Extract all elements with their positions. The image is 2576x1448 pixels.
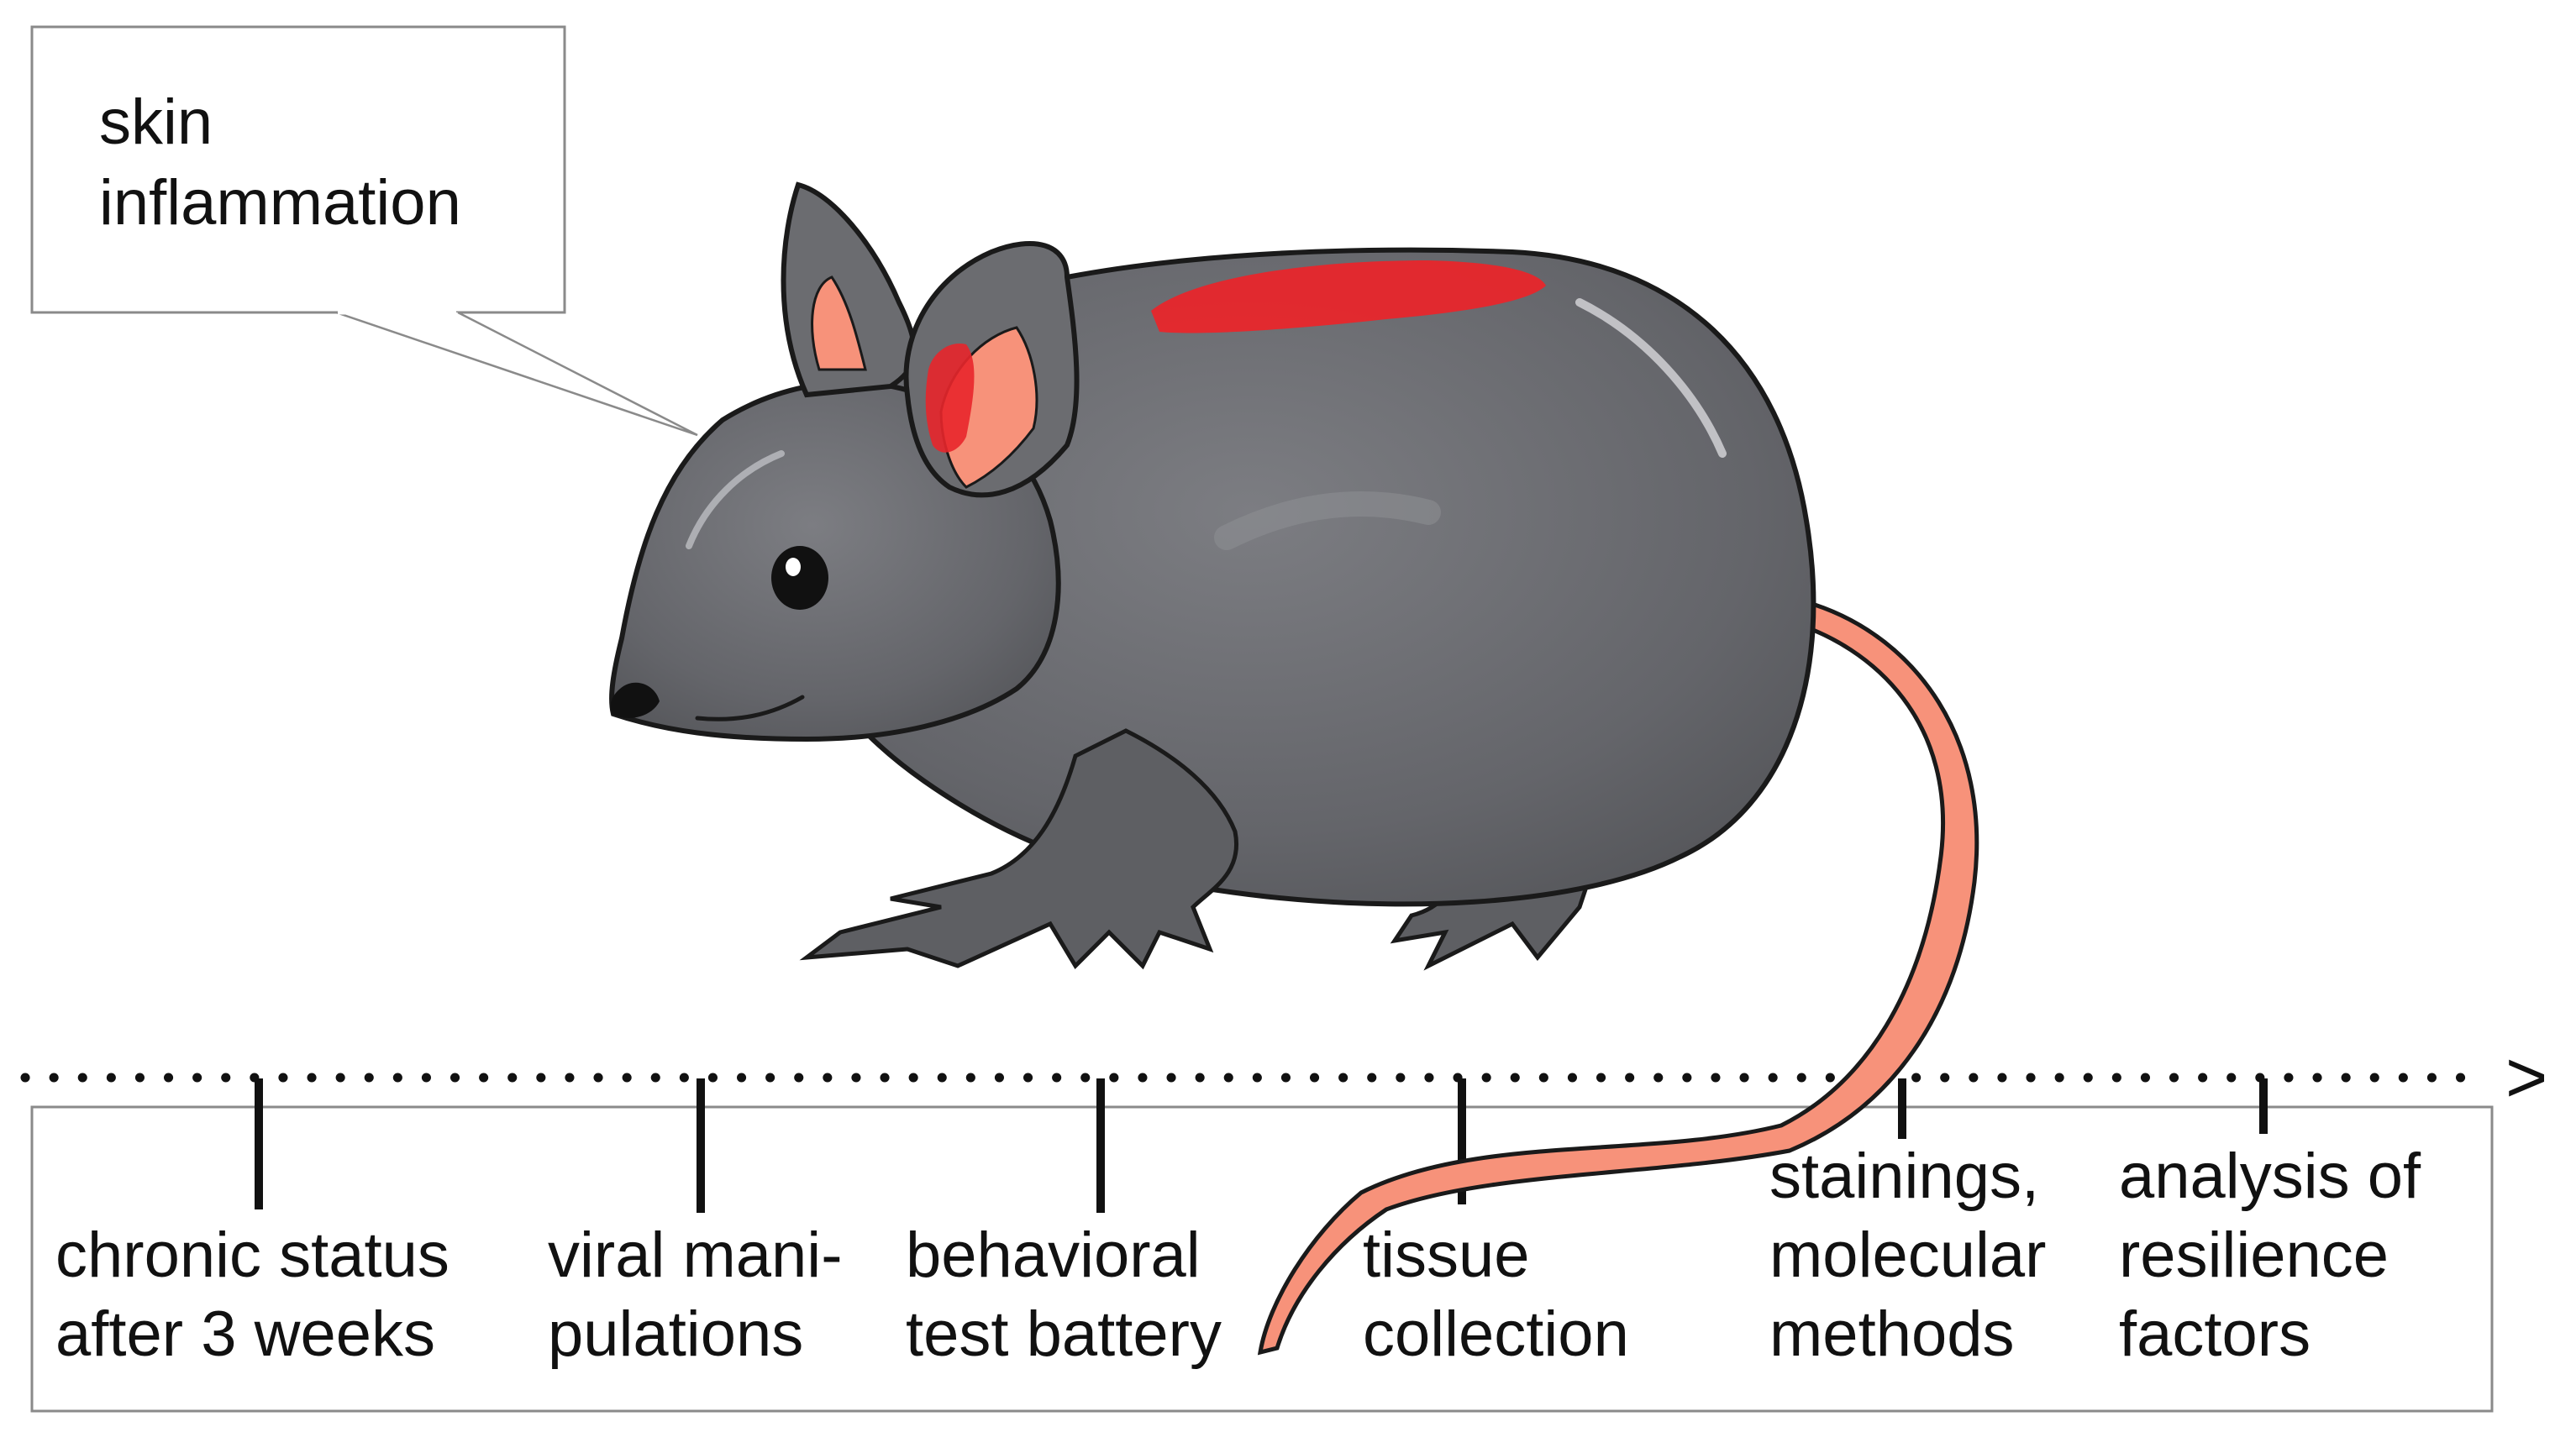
timeline-arrowhead: > [2505,1037,2547,1118]
step-line: methods [1769,1298,2015,1370]
step-line: after 3 weeks [55,1298,435,1370]
mouse-ear-back-inner [811,275,867,371]
step-line: tissue [1363,1220,1530,1291]
step-line: analysis of [2119,1141,2421,1212]
step-line: collection [1363,1298,1629,1370]
step-line: test battery [906,1298,1222,1370]
step-line: stainings, [1769,1141,2040,1212]
step-line: viral mani- [548,1220,843,1291]
callout-box [30,25,566,314]
step-line: resilience [2119,1220,2389,1291]
fur-highlight [1575,298,1727,458]
step-line: pulations [548,1298,804,1370]
step-label-resilience: analysis of resilience factors [2119,1137,2421,1374]
step-line: behavioral [906,1220,1201,1291]
mouse-eye-highlight [786,558,801,576]
mouse-nose [610,682,660,718]
step-label-viral-manipulations: viral mani- pulations [548,1216,843,1374]
mouse-mouth [695,695,805,721]
callout-pointer [335,311,698,437]
mouse-illustration [609,181,1979,1356]
fur-highlight [1214,491,1441,550]
timeline-box [30,1105,2494,1413]
callout-label: skin inflammation [99,82,461,244]
step-label-stainings: stainings, molecular methods [1769,1137,2046,1374]
step-line: factors [2119,1298,2311,1370]
callout-line-1: skin [99,87,213,158]
mouse-front-leg [799,728,1238,970]
inflammation-patch-back [1151,260,1546,333]
mouse-tail [1257,602,1979,1356]
step-line: molecular [1769,1220,2047,1291]
step-label-chronic-status: chronic status after 3 weeks [55,1216,449,1374]
mouse-eye [771,546,828,610]
step-label-tissue-collection: tissue collection [1363,1216,1629,1374]
inflammation-patch-ear [925,344,975,453]
step-label-behavioral-test: behavioral test battery [906,1216,1222,1374]
step-line: chronic status [55,1220,449,1291]
callout-line-2: inflammation [99,167,461,239]
fur-highlight [686,450,785,549]
